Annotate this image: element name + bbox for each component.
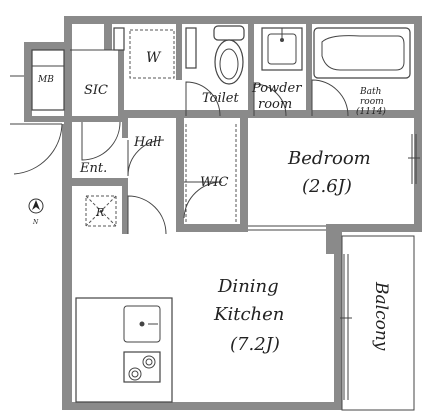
bathtub-icon (313, 27, 411, 79)
room-labels: W MB SIC Toilet Powder room Bath room (1… (37, 50, 391, 355)
label-bedroom-size: (2.6J) (302, 176, 352, 197)
label-dining: Dining (217, 276, 279, 297)
label-toilet: Toilet (202, 91, 239, 106)
kitchen-sink-icon (75, 297, 173, 403)
interior-walls (62, 20, 422, 234)
label-bath-room: room (360, 97, 384, 107)
label-balcony: Balcony (371, 281, 391, 351)
exterior-walls (24, 16, 422, 410)
toilet-icon (213, 25, 245, 85)
label-bath-size: (1114) (356, 106, 386, 117)
label-ent: Ent. (79, 161, 107, 176)
label-powder: Powder (251, 81, 302, 96)
label-kitchen: Kitchen (213, 304, 284, 325)
label-r: R (95, 206, 104, 219)
label-sic: SIC (84, 83, 108, 98)
refrigerator-space (85, 195, 117, 227)
label-w: W (146, 50, 162, 66)
toilet-cabinet (185, 27, 197, 69)
balcony-outline (341, 235, 415, 411)
powder-sink-icon (261, 27, 303, 71)
doors (10, 75, 420, 400)
label-hall: Hall (133, 135, 161, 150)
fixtures (31, 25, 411, 403)
label-bath: Bath (359, 87, 381, 97)
label-dining-size: (7.2J) (230, 334, 280, 355)
north-arrow-icon: N (28, 198, 44, 226)
label-powder-room: room (258, 97, 292, 112)
stove-icon (123, 351, 161, 383)
washer-space (129, 29, 175, 79)
label-mb: MB (37, 75, 54, 85)
label-bedroom: Bedroom (287, 148, 371, 169)
label-wic: WIC (200, 175, 228, 190)
north-label: N (32, 219, 39, 226)
